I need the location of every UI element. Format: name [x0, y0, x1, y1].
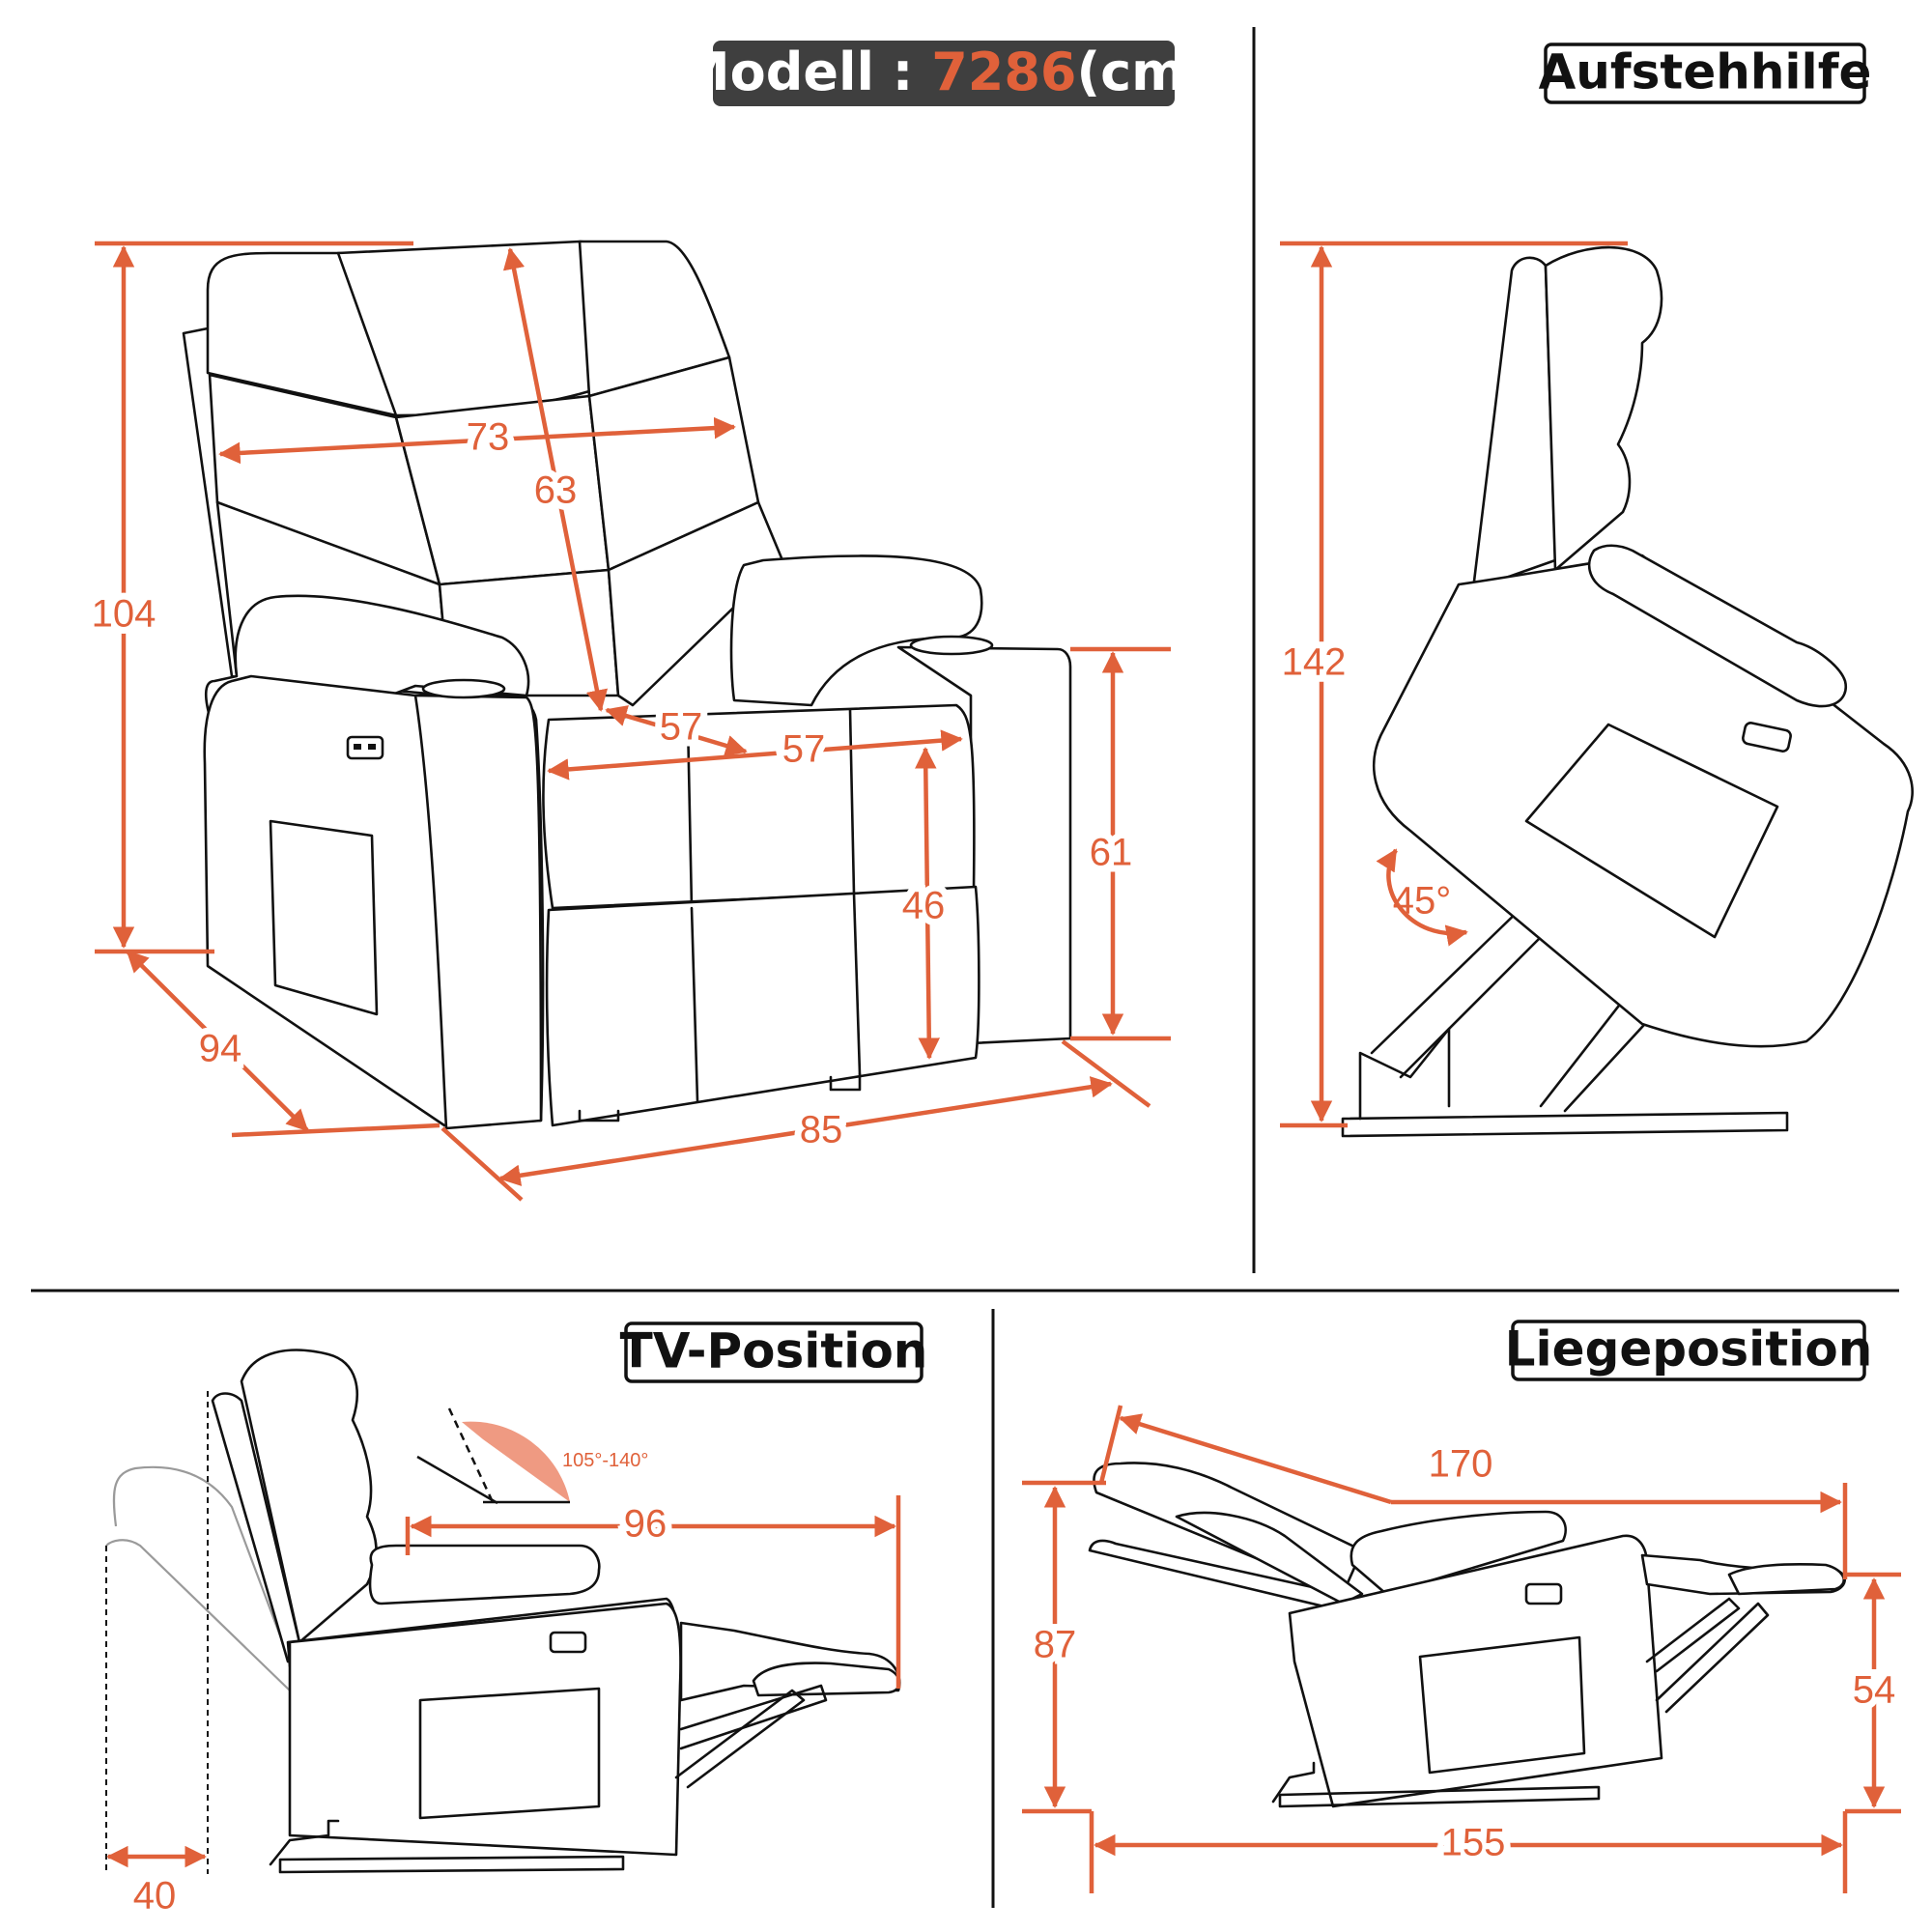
lift-tilt-arc [1376, 848, 1468, 947]
lie-chair-drawing [1088, 1462, 1846, 1808]
dim-seat-width-line [547, 729, 963, 781]
backrest-low-right [607, 500, 784, 707]
lie-pocket [1418, 1635, 1586, 1775]
lie-footrest-arm-2 [1645, 1597, 1741, 1673]
lie-side-panel [1288, 1534, 1663, 1808]
lift-base-plate [1341, 1111, 1789, 1138]
lie-dim-footrest-label: 54 [1853, 1669, 1896, 1712]
tv-ghost-shell [105, 1539, 291, 1691]
lie-dim-length-label: 170 [1429, 1443, 1493, 1486]
model-title: Modell : 7286(cm) [678, 42, 1209, 102]
model-badge-background [713, 41, 1175, 106]
lift-back-shell [1471, 256, 1557, 591]
seat-cushion [542, 703, 976, 910]
tv-footrest-pad [752, 1662, 901, 1697]
dim-backrest-width-label: 73 [467, 416, 510, 459]
dim-seat-height-line [915, 747, 940, 1060]
tv-back-cushion [240, 1349, 378, 1644]
dim-width-ext-left [440, 1126, 524, 1202]
title-aufstehhilfe: Aufstehhilfe [1539, 43, 1872, 104]
lift-back-cushion [1544, 245, 1663, 572]
tv-chair-drawing [105, 1349, 901, 1874]
lie-dim-height-label: 87 [1034, 1624, 1077, 1666]
side-pocket [269, 819, 379, 1016]
dim-armrest-height-label: 61 [1090, 832, 1133, 874]
tv-dim-clearance-label: 40 [133, 1875, 177, 1918]
lift-pocket [1524, 723, 1779, 939]
dim-width-line [498, 1076, 1113, 1186]
lie-dim-floor-label: 155 [1441, 1822, 1506, 1864]
tv-pocket [418, 1687, 601, 1820]
lift-dim-height-label: 142 [1282, 641, 1347, 684]
footrest-seam-1 [690, 906, 699, 1103]
tv-recline-angle-label: 105°-140° [562, 1450, 648, 1471]
tv-angle-dashed-ray [447, 1407, 495, 1503]
tv-recline-wedge [462, 1421, 570, 1502]
lie-dimensions: 170 87 54 155 [1022, 1405, 1902, 1893]
lift-base-bracket [1358, 1027, 1451, 1121]
tv-dim-length-label: 96 [624, 1503, 668, 1546]
dim-backrest-height-line [502, 247, 609, 712]
right-armrest-pad [729, 554, 983, 707]
dim-depth-ext [231, 1122, 440, 1138]
title-aufstehhilfe-text: Aufstehhilfe [1539, 44, 1872, 100]
tv-base-bracket [269, 1819, 340, 1866]
lie-footrest-arm-1 [1655, 1602, 1770, 1714]
tv-side-panel [288, 1602, 682, 1857]
title-tv-position-text: TV-Position [620, 1323, 928, 1379]
dim-width-ext-right [1061, 1039, 1151, 1108]
dim-seat-height-label: 46 [902, 885, 946, 927]
lie-back-shell [1088, 1539, 1354, 1615]
dim-depth-label: 94 [199, 1028, 242, 1070]
main-dimensions: 104 63 73 57 57 46 61 94 85 [85, 241, 1171, 1202]
main-chair-drawing [182, 240, 1072, 1130]
dim-seat-depth-label: 57 [660, 706, 703, 749]
lift-power-switch [1742, 722, 1792, 753]
dim-depth-line [126, 950, 309, 1132]
lie-power-switch [1524, 1582, 1563, 1605]
tv-armrest [368, 1544, 601, 1605]
lift-arm-1 [1370, 901, 1548, 1079]
tv-footrest-arm-2 [674, 1689, 806, 1789]
right-cupholder [909, 635, 994, 656]
tv-angle-ray [416, 1455, 498, 1505]
lie-base [1278, 1785, 1601, 1808]
dim-width-label: 85 [800, 1109, 843, 1151]
tv-dimensions: 105°-140° 96 40 [106, 1407, 901, 1918]
footrest-seam-2 [852, 892, 862, 1076]
dim-total-height-label: 104 [92, 593, 156, 636]
tv-ghost-back [112, 1465, 292, 1662]
lie-back-cushion [1175, 1511, 1364, 1605]
title-tv-position: TV-Position [620, 1321, 928, 1383]
lift-chair-drawing [1341, 245, 1914, 1138]
lie-footrest-pad [1727, 1563, 1845, 1596]
lie-dim-ext-head [1098, 1405, 1123, 1484]
model-badge: Modell : 7286(cm) [678, 41, 1209, 106]
dim-backrest-height-label: 63 [534, 469, 578, 512]
lift-tilt-angle-label: 45° [1393, 880, 1452, 923]
tv-footrest-arm-1 [679, 1684, 828, 1750]
lift-armrest [1587, 544, 1848, 708]
power-switch [346, 735, 384, 760]
right-armrest-side [896, 645, 1072, 1045]
lift-dimensions: 142 45° [1275, 241, 1628, 1128]
tv-power-switch [549, 1631, 587, 1654]
tv-base [278, 1855, 625, 1874]
lie-base-bracket [1271, 1761, 1316, 1804]
lie-armrest [1350, 1510, 1567, 1596]
dim-seat-width-label: 57 [782, 728, 826, 771]
title-liegeposition-text: Liegeposition [1505, 1321, 1873, 1378]
dim-backrest-width-line [218, 416, 736, 465]
left-cupholder [421, 678, 506, 699]
title-liegeposition: Liegeposition [1505, 1320, 1873, 1381]
lie-dim-length-line-a [1119, 1413, 1392, 1505]
